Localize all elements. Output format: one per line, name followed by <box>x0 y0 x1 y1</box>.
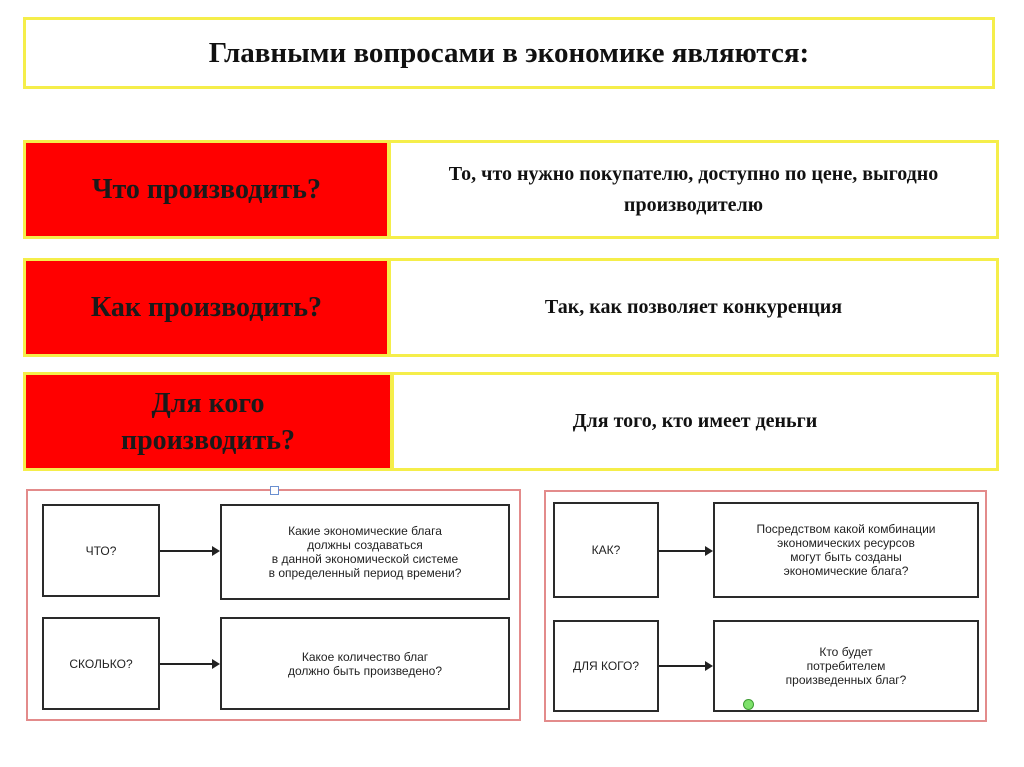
desc-how: Посредством какой комбинации экономическ… <box>756 522 936 578</box>
desc-box-what: Какие экономические блага должны создава… <box>220 504 510 600</box>
arrow-for-whom <box>659 661 713 671</box>
slide-title: Главными вопросами в экономике являются: <box>23 17 995 89</box>
label-what: ЧТО? <box>85 543 117 558</box>
desc-box-how: Посредством какой комбинации экономическ… <box>713 502 979 598</box>
label-how-much: СКОЛЬКО? <box>69 656 133 671</box>
label-box-how: КАК? <box>553 502 659 598</box>
answer-what-text: То, что нужно покупателю, доступно по це… <box>448 163 939 216</box>
rotation-handle[interactable] <box>743 699 754 710</box>
answer-what: То, что нужно покупателю, доступно по це… <box>388 140 999 239</box>
question-for-whom: Для кого производить? <box>23 372 393 471</box>
label-box-for-whom: ДЛЯ КОГО? <box>553 620 659 712</box>
arrow-how-much <box>160 659 220 669</box>
label-box-what: ЧТО? <box>42 504 160 597</box>
desc-what: Какие экономические блага должны создава… <box>268 524 462 580</box>
label-box-how-much: СКОЛЬКО? <box>42 617 160 710</box>
arrow-what <box>160 546 220 556</box>
question-row-for-whom: Для кого производить? Для того, кто имее… <box>23 372 999 471</box>
answer-how: Так, как позволяет конкуренция <box>388 258 999 357</box>
question-how: Как производить? <box>23 258 390 357</box>
question-row-how: Как производить? Так, как позволяет конк… <box>23 258 999 357</box>
diagram-panel-what-howmuch: ЧТО? Какие экономические блага должны со… <box>26 489 521 721</box>
desc-box-how-much: Какое количество благ должно быть произв… <box>220 617 510 710</box>
selection-handle[interactable] <box>270 486 279 495</box>
label-how: КАК? <box>591 543 621 557</box>
desc-box-for-whom: Кто будет потребителем произведенных бла… <box>713 620 979 712</box>
diagram-panel-how-forwhom: КАК? Посредством какой комбинации эконом… <box>544 490 987 722</box>
question-what: Что производить? <box>23 140 390 239</box>
answer-for-whom: Для того, кто имеет деньги <box>391 372 999 471</box>
question-for-whom-text: Для кого производить? <box>120 387 296 456</box>
answer-for-whom-text: Для того, кто имеет деньги <box>572 410 818 432</box>
arrow-how <box>659 546 713 556</box>
desc-how-much: Какое количество благ должно быть произв… <box>287 649 442 678</box>
desc-for-whom: Кто будет потребителем произведенных бла… <box>785 645 907 687</box>
answer-how-text: Так, как позволяет конкуренция <box>544 296 843 318</box>
question-row-what: Что производить? То, что нужно покупател… <box>23 140 999 239</box>
label-for-whom: ДЛЯ КОГО? <box>572 659 640 673</box>
